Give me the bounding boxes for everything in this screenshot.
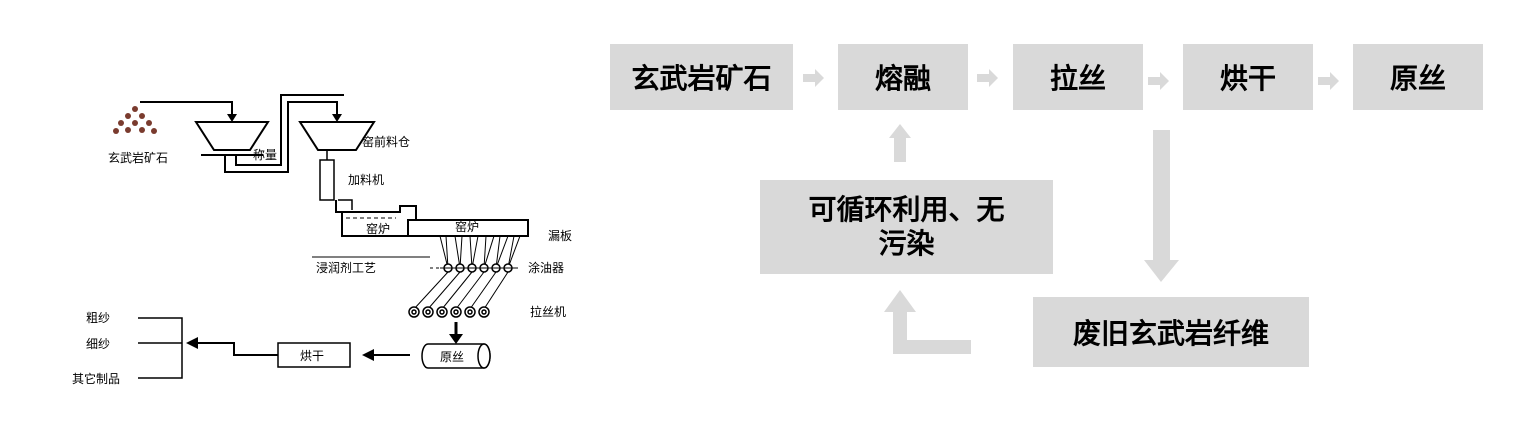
sizing-label: 浸润剂工艺 [316, 260, 376, 275]
oiler-label: 涂油器 [528, 260, 564, 275]
winder-rollers [408, 306, 490, 318]
arrow-left-icon [362, 349, 374, 361]
winder-label: 拉丝机 [530, 304, 566, 319]
arrow-down-icon [227, 114, 237, 122]
fiber-strands [439, 235, 521, 269]
furnace-label-upper: 窑炉 [455, 219, 479, 234]
feeder-label: 加料机 [348, 173, 384, 187]
ore-label: 玄武岩矿石 [108, 150, 168, 165]
right-arrow-icon [977, 69, 998, 87]
step-raw-fiber-label: 原丝 [1389, 62, 1446, 95]
arrow-down-icon [449, 334, 463, 344]
furnace-label-lower: 窑炉 [366, 221, 390, 236]
weigh-label: 称量 [253, 148, 277, 162]
step-melting-label: 熔融 [874, 62, 931, 95]
bushing-label: 漏板 [548, 229, 572, 243]
up-arrow-icon [889, 124, 911, 162]
ore-pile-icon [113, 106, 157, 134]
waste-fiber-box: 废旧玄武岩纤维 [1033, 297, 1309, 367]
step-drawing: 拉丝 [1013, 44, 1143, 110]
silo-hopper [298, 121, 376, 151]
furnace [335, 200, 529, 237]
step-melting: 熔融 [838, 44, 968, 110]
step-drying-label: 烘干 [1219, 62, 1276, 95]
weigh-hopper [194, 121, 270, 151]
dry-label: 烘干 [300, 349, 324, 363]
right-arrow-icon [1148, 72, 1169, 90]
right-arrow-icon [803, 69, 824, 87]
step-drying: 烘干 [1183, 44, 1313, 110]
raw-fiber-label: 原丝 [440, 350, 464, 364]
dry-box [277, 342, 351, 368]
fine-yarn-label: 细纱 [86, 337, 110, 351]
right-arrow-icon [1318, 72, 1339, 90]
feed-line-1 [140, 101, 233, 117]
arrow-left-icon [186, 337, 198, 349]
arrow-down-icon [332, 114, 342, 122]
step-basalt-ore-label: 玄武岩矿石 [631, 62, 772, 95]
recycle-box: 可循环利用、无 污染 [760, 180, 1053, 274]
recycle-line-2: 污染 [878, 227, 935, 260]
down-arrow-icon [1144, 130, 1179, 282]
waste-fiber-label: 废旧玄武岩纤维 [1072, 317, 1269, 350]
step-drawing-label: 拉丝 [1049, 62, 1106, 95]
silo-label: 窑前料仓 [362, 134, 410, 149]
step-basalt-ore: 玄武岩矿石 [610, 44, 793, 110]
feed-line-2 [224, 101, 338, 173]
products-bracket [138, 317, 183, 379]
step-raw-fiber: 原丝 [1353, 44, 1483, 110]
roving-label: 粗纱 [86, 311, 110, 325]
return-arrow-icon [884, 290, 971, 354]
recycle-line-1: 可循环利用、无 [808, 193, 1005, 226]
process-schematic: 玄武岩矿石 称量 窑前料仓 加料机 窑炉 窑炉 漏板 浸润剂工艺 涂油器 [72, 94, 572, 386]
others-label: 其它制品 [72, 371, 120, 386]
